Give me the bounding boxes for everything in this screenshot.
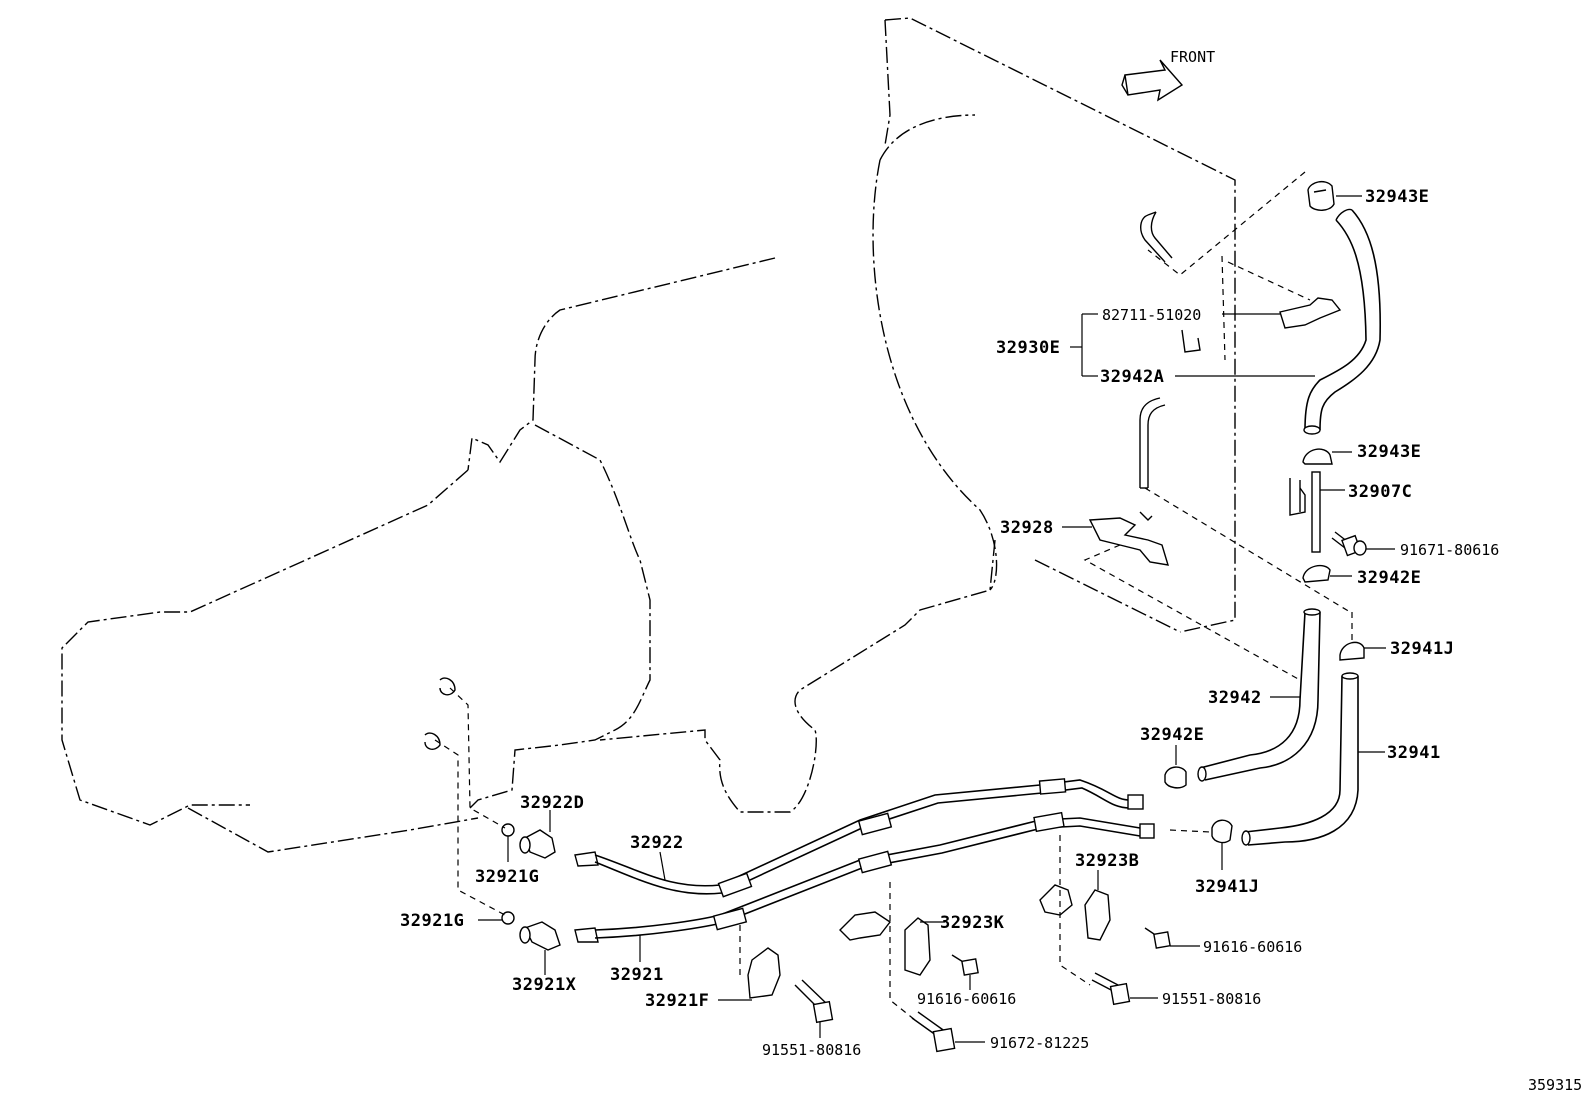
label-91616-60616-right: 91616-60616 <box>1203 938 1302 956</box>
transmission-ports <box>424 677 456 750</box>
fitting-32922d: 32922D <box>519 793 584 859</box>
fitting-32921x: 32921X <box>512 921 577 995</box>
label-32922: 32922 <box>630 833 684 853</box>
hose-32942: 32942 <box>1197 608 1321 782</box>
label-32941j-bottom: 32941J <box>1195 877 1259 897</box>
tube-32922: 32922 <box>574 778 1144 898</box>
label-32923k: 32923K <box>940 913 1005 933</box>
label-32942: 32942 <box>1208 688 1262 708</box>
label-32941j-top: 32941J <box>1390 639 1454 659</box>
label-32928: 32928 <box>1000 518 1054 538</box>
bolt-91616-left: 91616-60616 <box>917 954 1016 1008</box>
clamp-32941j-top: 32941J <box>1339 612 1454 661</box>
oring-32921g-left: 32921G <box>400 911 515 931</box>
bolt-91672: 91672-81225 <box>911 1011 1089 1053</box>
tube-32921: 32921 <box>574 811 1155 985</box>
label-32921g-left: 32921G <box>400 911 464 931</box>
label-82711-51020: 82711-51020 <box>1102 306 1201 324</box>
label-32922d: 32922D <box>520 793 584 813</box>
hose-32941: 32941 <box>1241 672 1441 846</box>
bolt-91616-right: 91616-60616 <box>1144 927 1302 956</box>
clamp-32942e-right: 32942E <box>1302 564 1421 588</box>
bracket-32923b: 32923B <box>1039 835 1139 986</box>
bracket-82711 <box>1181 297 1342 353</box>
label-32921x: 32921X <box>512 975 577 995</box>
oring-32921g-top: 32921G <box>475 823 539 887</box>
label-91551-80816-right: 91551-80816 <box>1162 990 1261 1008</box>
bracket-32921f: 32921F <box>645 925 781 1011</box>
bracket-32923k: 32923K <box>839 882 1005 1021</box>
clamp-32943e-mid: 32943E <box>1302 442 1421 465</box>
label-32942a: 32942A <box>1100 367 1164 387</box>
label-91551-80816-left: 91551-80816 <box>762 1041 861 1059</box>
front-arrow: FRONT <box>1121 48 1215 102</box>
bolt-91551-left: 91551-80816 <box>762 979 861 1059</box>
label-32943e-top: 32943E <box>1365 187 1429 207</box>
radiator-hose-stub-mid <box>1139 397 1166 489</box>
label-32942e-right: 32942E <box>1357 568 1421 588</box>
front-label: FRONT <box>1170 48 1215 66</box>
label-91671-80616: 91671-80616 <box>1400 541 1499 559</box>
label-32907c: 32907C <box>1348 482 1412 502</box>
clamp-32942e-mid: 32942E <box>1140 725 1204 789</box>
figure-number: 359315 <box>1528 1076 1582 1094</box>
label-91616-60616-left: 91616-60616 <box>917 990 1016 1008</box>
bolt-91551-right: 91551-80816 <box>1091 972 1261 1008</box>
radiator-outline <box>872 17 1236 633</box>
clamp-32943e-top: 32943E <box>1307 180 1429 211</box>
hose-32942a <box>1303 208 1382 435</box>
label-32942e-mid: 32942E <box>1140 725 1204 745</box>
label-32923b: 32923B <box>1075 851 1139 871</box>
label-91672-81225: 91672-81225 <box>990 1034 1089 1052</box>
bracket-32907c: 32907C <box>1289 471 1412 553</box>
label-32921: 32921 <box>610 965 664 985</box>
label-32943e-mid: 32943E <box>1357 442 1421 462</box>
label-32921f: 32921F <box>645 991 709 1011</box>
radiator-hose-stub-upper <box>1140 211 1173 263</box>
bracket-32928: 32928 <box>1000 511 1169 566</box>
clamp-32941j-bottom: 32941J <box>1169 819 1259 897</box>
bolt-91671: 91671-80616 <box>1331 531 1499 559</box>
label-32930e: 32930E <box>996 338 1060 358</box>
label-32921g-top: 32921G <box>475 867 539 887</box>
transmission-outline <box>61 257 996 853</box>
label-32941: 32941 <box>1387 743 1441 763</box>
